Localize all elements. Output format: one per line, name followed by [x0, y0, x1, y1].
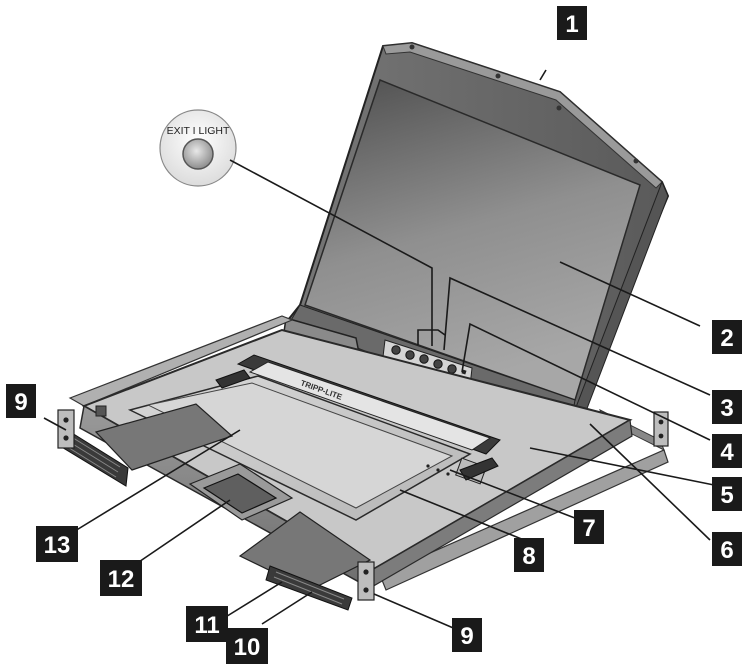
lid-rivet: [556, 105, 562, 111]
badge-9-left: 9: [6, 384, 36, 418]
leader-line: [373, 593, 459, 631]
leader-line: [223, 581, 283, 619]
touchpad: [202, 473, 278, 514]
svg-text:8: 8: [522, 543, 535, 570]
leader-line: [261, 591, 313, 625]
badge-7: 7: [574, 510, 604, 544]
leader-line: [443, 276, 711, 396]
badge-13: 13: [36, 526, 78, 562]
lid-rivet: [633, 158, 639, 164]
badge-4: 4: [712, 434, 742, 468]
svg-text:3: 3: [720, 395, 733, 422]
badge-2: 2: [712, 320, 742, 354]
osd-button-icon: [391, 345, 401, 355]
vent-grille-top: [459, 457, 499, 481]
lcd-lid: [286, 41, 670, 441]
svg-text:7: 7: [582, 515, 595, 542]
callout-label: EXIT I LIGHT: [167, 125, 230, 137]
keyboard-key-area: [146, 382, 454, 509]
rack-rail-left: [68, 315, 294, 407]
svg-text:12: 12: [108, 566, 135, 593]
vent-grille-top: [215, 369, 251, 389]
badge-1: 1: [557, 6, 587, 40]
status-led-icon: [446, 472, 450, 476]
leader-line: [449, 469, 581, 521]
osd-button-icon: [433, 359, 443, 369]
exit-light-callout: EXIT I LIGHT: [159, 109, 237, 187]
vent-grille-front: [265, 565, 353, 611]
leader-line: [529, 447, 715, 486]
leader-line: [399, 489, 525, 541]
badge-6: 6: [712, 532, 742, 566]
svg-text:2: 2: [720, 325, 733, 352]
badge-10: 10: [226, 628, 268, 664]
osd-button-icon: [405, 350, 415, 360]
mounting-ear-left: [57, 405, 107, 449]
mounting-ear-right-rear: [653, 411, 669, 447]
leader-line: [539, 69, 547, 81]
osd-button-icon: [447, 364, 457, 374]
svg-text:6: 6: [720, 537, 733, 564]
leader-lines: [43, 69, 715, 631]
badge-12: 12: [100, 560, 142, 596]
keyboard-tray: TRIPP-LITE: [57, 315, 669, 611]
lid-rivet: [409, 44, 415, 50]
lid-top-rim: [382, 42, 663, 189]
brand-plate: [248, 361, 492, 451]
leader-line: [69, 429, 241, 535]
svg-text:10: 10: [234, 634, 261, 661]
svg-text:1: 1: [565, 11, 578, 38]
badge-8: 8: [514, 538, 544, 572]
status-led-icon: [436, 468, 440, 472]
svg-text:4: 4: [720, 439, 734, 466]
svg-text:5: 5: [720, 482, 733, 509]
svg-text:9: 9: [460, 623, 473, 650]
palm-rest-left: [94, 403, 234, 471]
leader-line: [417, 329, 446, 345]
osd-button-icon: [419, 354, 429, 364]
status-led-icon: [426, 464, 430, 468]
svg-text:13: 13: [44, 532, 71, 559]
svg-text:11: 11: [194, 612, 219, 639]
rack-rail-right: [379, 449, 669, 591]
badge-11: 11: [186, 606, 228, 642]
badge-3: 3: [712, 390, 742, 424]
lid-rivet: [495, 73, 501, 79]
svg-text:9: 9: [14, 389, 27, 416]
badge-5: 5: [712, 477, 742, 511]
mounting-ear-right-front: [357, 561, 375, 601]
badge-9-right: 9: [452, 618, 482, 652]
leader-line: [43, 417, 67, 431]
leader-line: [229, 159, 433, 346]
leader-line: [559, 261, 701, 327]
leader-line: [129, 499, 231, 569]
exit-light-knob-icon: [182, 138, 214, 170]
leader-line: [589, 423, 711, 541]
leader-line: [461, 322, 711, 441]
